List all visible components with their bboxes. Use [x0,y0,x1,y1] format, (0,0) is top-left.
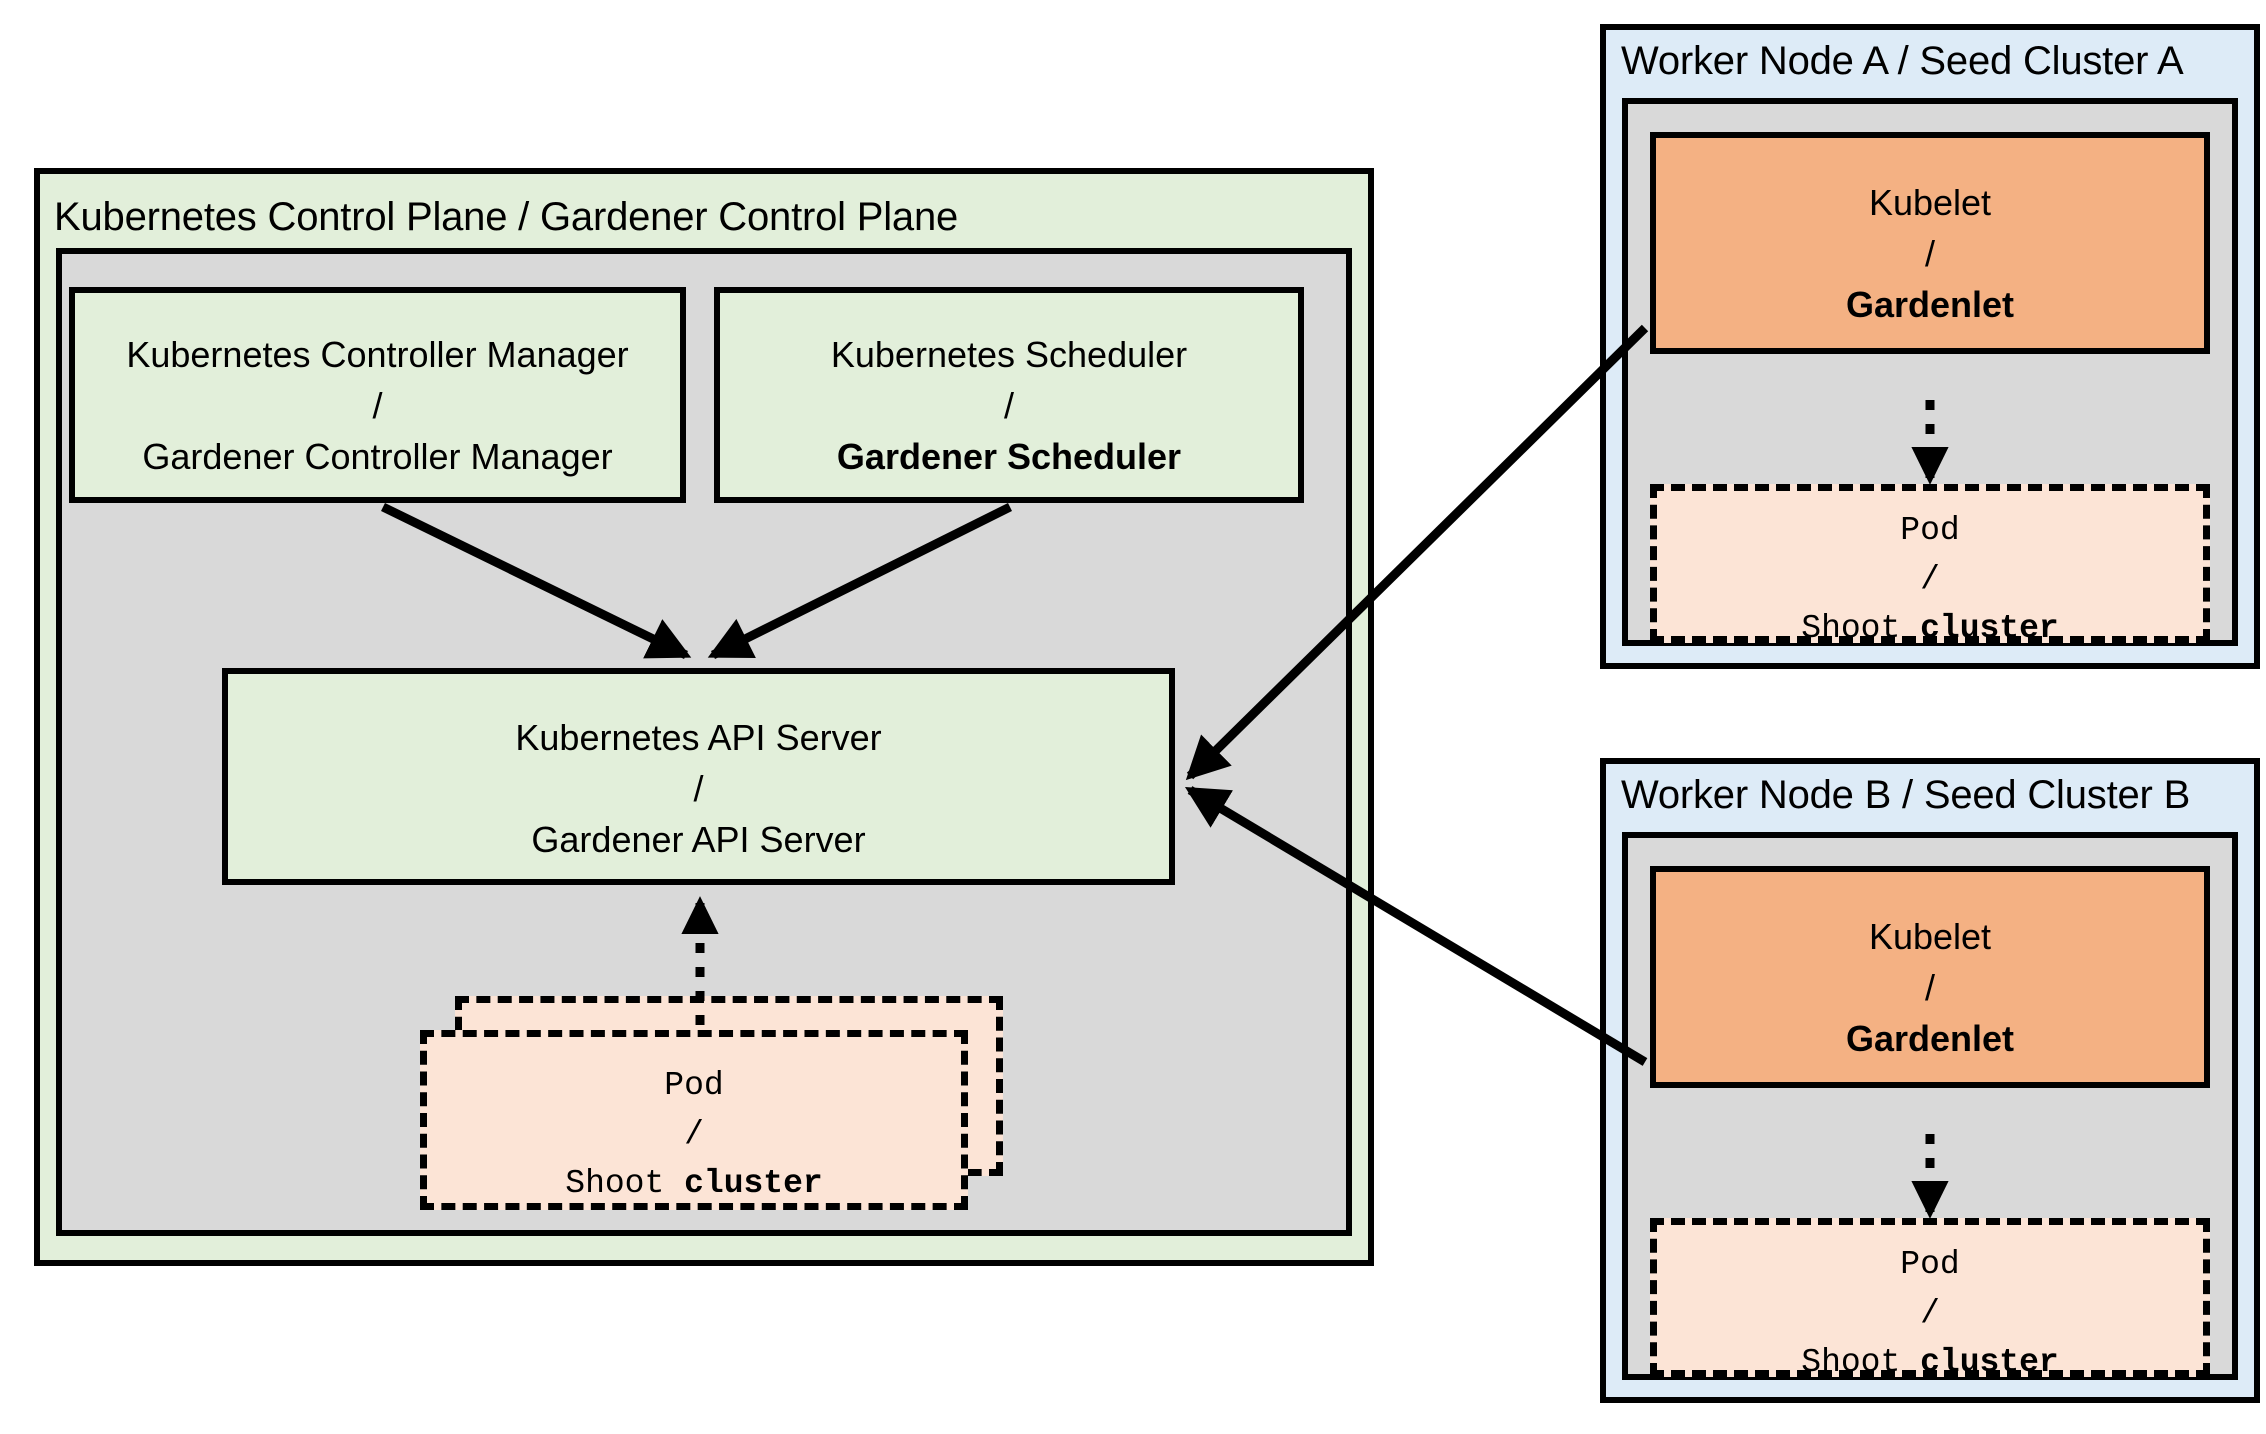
pod-worker-b-label: Pod / Shoot cluster [1657,1241,2203,1387]
box-api-server[interactable]: Kubernetes API Server / Gardener API Ser… [222,668,1175,885]
api-server-separator: / [693,768,704,810]
worker-node-b-title: Worker Node B / Seed Cluster B [1621,773,2191,817]
scheduler-separator: / [1003,385,1014,427]
kubelet-b-separator: / [1924,967,1935,1009]
kubelet-b-line2: Gardenlet [1845,1018,2015,1060]
pod-control-plane-line1: Pod [664,1067,724,1104]
scheduler-label: Kubernetes Scheduler / Gardener Schedule… [720,329,1298,482]
pod-worker-a-label: Pod / Shoot cluster [1657,507,2203,653]
box-kubelet-gardenlet-a[interactable]: Kubelet / Gardenlet [1650,132,2210,354]
api-server-line2: Gardener API Server [531,819,866,861]
pod-control-plane-line2: Shoot cluster [427,1160,961,1209]
api-server-line1: Kubernetes API Server [515,717,882,758]
box-pod-control-plane[interactable]: Pod / Shoot cluster [420,1030,968,1210]
pod-worker-b-line2: Shoot cluster [1657,1339,2203,1388]
controller-manager-label: Kubernetes Controller Manager / Gardener… [75,329,680,482]
kubelet-b-label: Kubelet / Gardenlet [1656,911,2204,1064]
pod-control-plane-line2-bold: cluster [684,1164,823,1202]
pod-control-plane-label: Pod / Shoot cluster [427,1062,961,1208]
pod-control-plane-separator: / [684,1115,704,1153]
pod-worker-a-line1: Pod [1900,512,1960,549]
pod-worker-a-line2-bold: cluster [1920,609,2059,647]
pod-worker-a-separator: / [1920,560,1940,598]
controller-manager-line1: Kubernetes Controller Manager [126,334,629,375]
scheduler-line1: Kubernetes Scheduler [830,334,1188,375]
pod-worker-b-line1: Pod [1900,1246,1960,1283]
box-kubelet-gardenlet-b[interactable]: Kubelet / Gardenlet [1650,866,2210,1088]
pod-worker-a-line2-normal: Shoot [1801,609,1921,647]
api-server-label: Kubernetes API Server / Gardener API Ser… [228,712,1169,865]
kubelet-a-label: Kubelet / Gardenlet [1656,177,2204,330]
box-pod-worker-b[interactable]: Pod / Shoot cluster [1650,1218,2210,1381]
pod-control-plane-line2-normal: Shoot [565,1164,685,1202]
box-pod-worker-a[interactable]: Pod / Shoot cluster [1650,484,2210,647]
kubelet-a-line2: Gardenlet [1845,284,2015,326]
controller-manager-separator: / [372,385,383,427]
kubelet-b-line1: Kubelet [1868,916,1992,957]
pod-worker-b-line2-normal: Shoot [1801,1343,1921,1381]
box-scheduler[interactable]: Kubernetes Scheduler / Gardener Schedule… [714,287,1304,503]
pod-worker-b-line2-bold: cluster [1920,1343,2059,1381]
pod-worker-b-separator: / [1920,1294,1940,1332]
kubelet-a-separator: / [1924,233,1935,275]
worker-node-a-title: Worker Node A / Seed Cluster A [1621,39,2184,83]
controller-manager-line2: Gardener Controller Manager [142,436,613,478]
control-plane-title: Kubernetes Control Plane / Gardener Cont… [54,195,959,239]
scheduler-line2: Gardener Scheduler [836,436,1182,478]
box-controller-manager[interactable]: Kubernetes Controller Manager / Gardener… [69,287,686,503]
pod-worker-a-line2: Shoot cluster [1657,605,2203,654]
kubelet-a-line1: Kubelet [1868,182,1992,223]
